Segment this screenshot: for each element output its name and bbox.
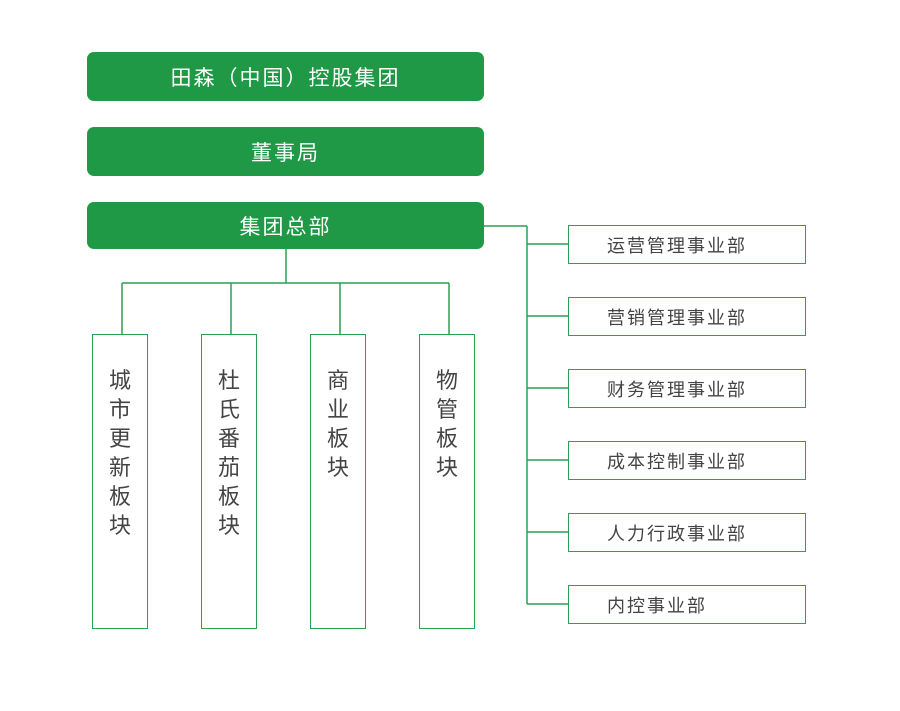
sector-label-char: 板 — [108, 485, 131, 510]
hq-node: 集团总部 — [87, 202, 484, 249]
sector-node-tomato: 杜氏番茄板块 — [201, 334, 257, 629]
sector-node-commercial: 商业板块 — [310, 334, 366, 629]
department-label: 内控事业部 — [607, 595, 707, 617]
department-node-hr-admin: 人力行政事业部 — [568, 513, 806, 552]
sector-label-char: 管 — [435, 398, 458, 423]
group-label: 田森（中国）控股集团 — [170, 65, 401, 90]
department-label: 运营管理事业部 — [607, 235, 747, 257]
sector-label-char: 商 — [326, 369, 349, 394]
sector-label-char: 块 — [217, 514, 240, 539]
sector-label-char: 杜 — [217, 369, 240, 394]
sector-label-char: 番 — [217, 427, 240, 452]
sector-label-char: 业 — [326, 398, 349, 423]
department-node-internal-control: 内控事业部 — [568, 585, 806, 624]
department-label: 人力行政事业部 — [607, 523, 747, 545]
department-label: 成本控制事业部 — [607, 451, 747, 473]
department-node-finance: 财务管理事业部 — [568, 369, 806, 408]
sector-label-char: 新 — [108, 456, 131, 481]
sector-label-char: 块 — [326, 456, 349, 481]
sector-label-char: 城 — [108, 369, 131, 394]
sector-label-char: 板 — [326, 427, 349, 452]
sector-node-property: 物管板块 — [419, 334, 475, 629]
hq-label: 集团总部 — [239, 214, 332, 239]
sector-node-urban-renewal: 城市更新板块 — [92, 334, 148, 629]
group-node: 田森（中国）控股集团 — [87, 52, 484, 101]
sector-label-char: 块 — [108, 514, 131, 539]
sector-label-char: 板 — [435, 427, 458, 452]
department-label: 营销管理事业部 — [607, 307, 747, 329]
department-node-marketing: 营销管理事业部 — [568, 297, 806, 336]
sector-label-char: 氏 — [217, 398, 240, 423]
department-label: 财务管理事业部 — [607, 379, 747, 401]
sector-label-char: 更 — [108, 427, 131, 452]
sector-label-char: 块 — [435, 456, 458, 481]
department-node-operations: 运营管理事业部 — [568, 225, 806, 264]
board-label: 董事局 — [251, 140, 320, 165]
sector-label-char: 物 — [435, 369, 458, 394]
sector-label-char: 茄 — [217, 456, 240, 481]
sector-label-char: 板 — [217, 485, 240, 510]
board-node: 董事局 — [87, 127, 484, 176]
department-node-cost-control: 成本控制事业部 — [568, 441, 806, 480]
sector-label-char: 市 — [108, 398, 131, 423]
